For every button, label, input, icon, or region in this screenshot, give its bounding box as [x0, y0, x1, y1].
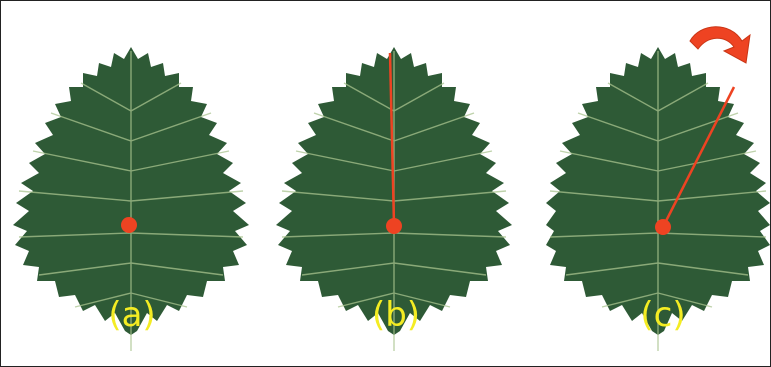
panel-label: (b): [372, 295, 420, 335]
center-marker: [386, 218, 402, 234]
panel-label: (a): [108, 295, 155, 335]
leaf-image-b: (b): [276, 1, 521, 367]
leaf-image-a: (a): [11, 1, 256, 367]
curved-arrow-icon: [686, 19, 761, 67]
panel-b: (b): [276, 1, 521, 367]
panel-a: (a): [11, 1, 256, 367]
panel-label: (c): [640, 295, 685, 335]
center-marker: [655, 219, 671, 235]
center-marker: [121, 217, 137, 233]
